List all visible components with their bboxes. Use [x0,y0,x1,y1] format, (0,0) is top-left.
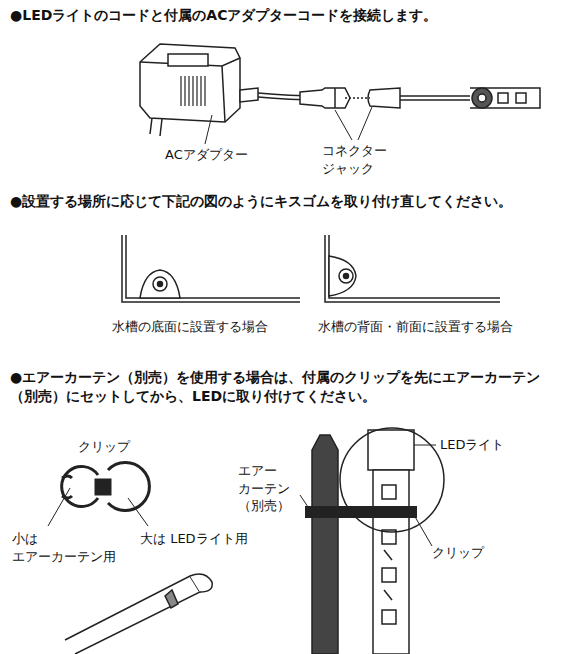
led-light-part [368,430,414,470]
leader-line [300,445,436,546]
connector-jack-part [368,88,400,108]
led-light-part [384,550,392,560]
led-strip-part [478,94,486,102]
tank-wall-part [325,235,500,302]
leader-line-part [358,107,372,140]
led-light-part [382,485,396,499]
part-label: クリップ [432,544,522,562]
connector-jack-part [345,97,370,99]
led-strip-part [498,93,508,103]
leader-line [205,107,372,144]
led-strip-part [470,88,540,108]
air-curtain-tube-part [165,590,178,608]
part-label: クリップ [78,438,168,456]
suction-cup-part [344,274,349,279]
air-curtain-tube [65,574,212,654]
part-label: コネクター ジャック [322,142,402,177]
ac-adapter [140,44,258,136]
heading: ●エアーカーテン（別売）を使用する場合は、付属のクリップを先にエアーカーテン（別… [10,368,558,406]
leader-line-part [300,495,310,510]
clip-part [62,467,98,507]
ac-adapter-part [168,54,208,66]
ac-adapter-part [178,76,208,106]
led-strip-part [516,93,526,103]
cord [258,93,470,100]
leader-line-part [414,515,432,546]
air-curtain-tube-part [65,576,200,654]
note-label: 小は エアーカーテン用 [12,530,142,565]
magnifier-circle-part [340,428,444,532]
led-light-part [384,590,392,600]
air-curtain-tube-part [190,574,212,592]
suction-cup-part [339,269,353,283]
leader-line-part [48,488,70,526]
cord-part [400,95,470,97]
air-curtain [312,435,338,654]
led-strip-part [472,88,492,108]
led-light-part [373,470,409,654]
caption-label: 水槽の底面に設置する場合 [112,318,312,336]
leader-line-part [205,115,212,144]
part-label: エアー カーテン （別売） [238,462,302,515]
suction-cup-part [140,270,180,298]
air-curtain-part [312,435,338,654]
led-light [368,430,414,654]
cord-part [400,99,470,101]
heading: ●LEDライトのコードと付属のACアダプターコードを接続します。 [10,6,560,25]
suction-cup [140,256,356,298]
caption-label: 水槽の背面・前面に設置する場合 [318,318,558,336]
clip-part [62,476,72,478]
tank-wall [122,235,500,302]
leader-line-part [414,445,436,446]
led-light-part [382,568,396,582]
ac-adapter-part [150,118,152,134]
leader-line-part [335,110,352,140]
clip-part [108,463,149,511]
clip [62,463,150,511]
suction-cup-part [153,277,167,291]
leader-line [48,488,148,526]
led-light-part [382,610,396,624]
clip-part [62,496,72,498]
clip-band [305,506,417,518]
tank-wall-part [126,235,300,298]
connector-jack [300,88,400,108]
ac-adapter-part [222,66,225,122]
part-label: LEDライト [440,436,550,454]
heading: ●設置する場所に応じて下記の図のようにキスゴムを取り付け直してください。 [10,192,558,211]
leader-line-part [128,498,148,526]
ac-adapter-part [160,119,162,136]
part-label: ACアダプター [165,146,285,164]
tank-wall-part [122,235,300,302]
suction-cup-part [158,282,163,287]
ac-adapter-part [140,44,240,122]
note-label: 大は LEDライト用 [140,530,250,548]
connector-jack-part [300,88,350,108]
clip-band-part [305,506,417,518]
clip-part [96,480,110,494]
led-strip [470,88,540,108]
connector-jack-part [334,88,336,108]
suction-cup-part [329,256,356,296]
magnifier-circle [340,428,444,532]
ac-adapter-part [240,88,258,102]
tank-wall-part [329,235,500,298]
